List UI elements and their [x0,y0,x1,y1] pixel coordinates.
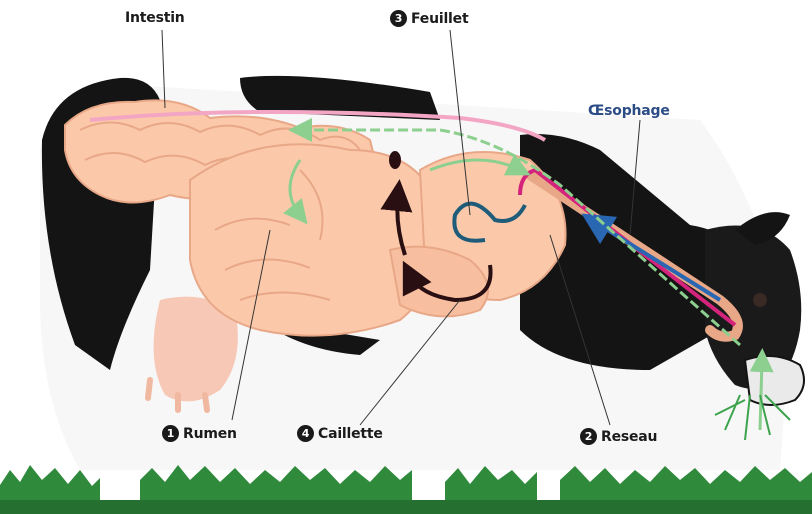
grass-ground [0,465,812,514]
label-intestin: Intestin [125,10,185,26]
label-oesophage: Œsophage [588,103,670,119]
cow-muzzle [745,356,804,405]
number-badge-rumen: 1 [162,425,179,442]
number-badge-reseau: 2 [580,428,597,445]
number-badge-feuillet: 3 [390,10,407,27]
cow-eye [753,293,767,307]
intestine-entry-dot [389,151,401,169]
number-badge-caillette: 4 [297,425,314,442]
